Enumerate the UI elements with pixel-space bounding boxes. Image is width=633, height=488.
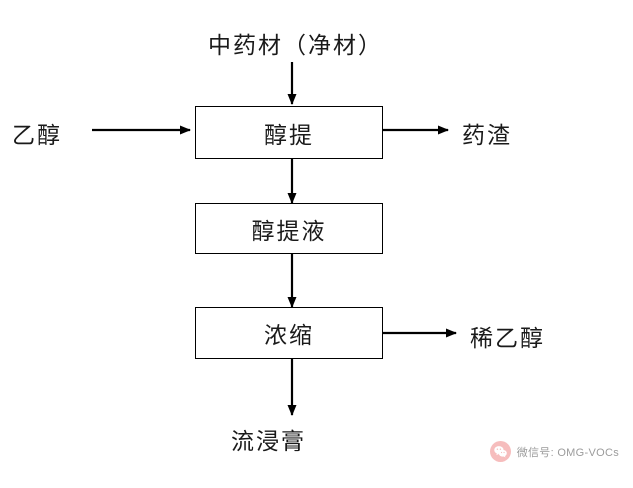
node-dilute-ethanol: 稀乙醇 <box>470 326 545 351</box>
node-residue: 药渣 <box>462 123 512 148</box>
watermark: 微信号: OMG-VOCs <box>489 441 619 462</box>
node-concentration-label: 浓缩 <box>264 323 314 348</box>
node-alcohol-extract-label: 醇提液 <box>251 218 327 244</box>
wechat-icon <box>489 441 511 462</box>
watermark-label: 微信号: OMG-VOCs <box>516 446 619 459</box>
node-alcohol-extract[interactable]: 醇提液 <box>195 203 383 254</box>
node-raw-material: 中药材（净材） <box>208 33 383 58</box>
node-alcohol-extraction-label: 醇提 <box>264 122 314 148</box>
node-ethanol: 乙醇 <box>12 123 62 148</box>
node-fluid-extract: 流浸膏 <box>231 429 306 454</box>
node-concentration[interactable]: 浓缩 <box>195 307 383 359</box>
node-alcohol-extraction[interactable]: 醇提 <box>195 106 383 159</box>
